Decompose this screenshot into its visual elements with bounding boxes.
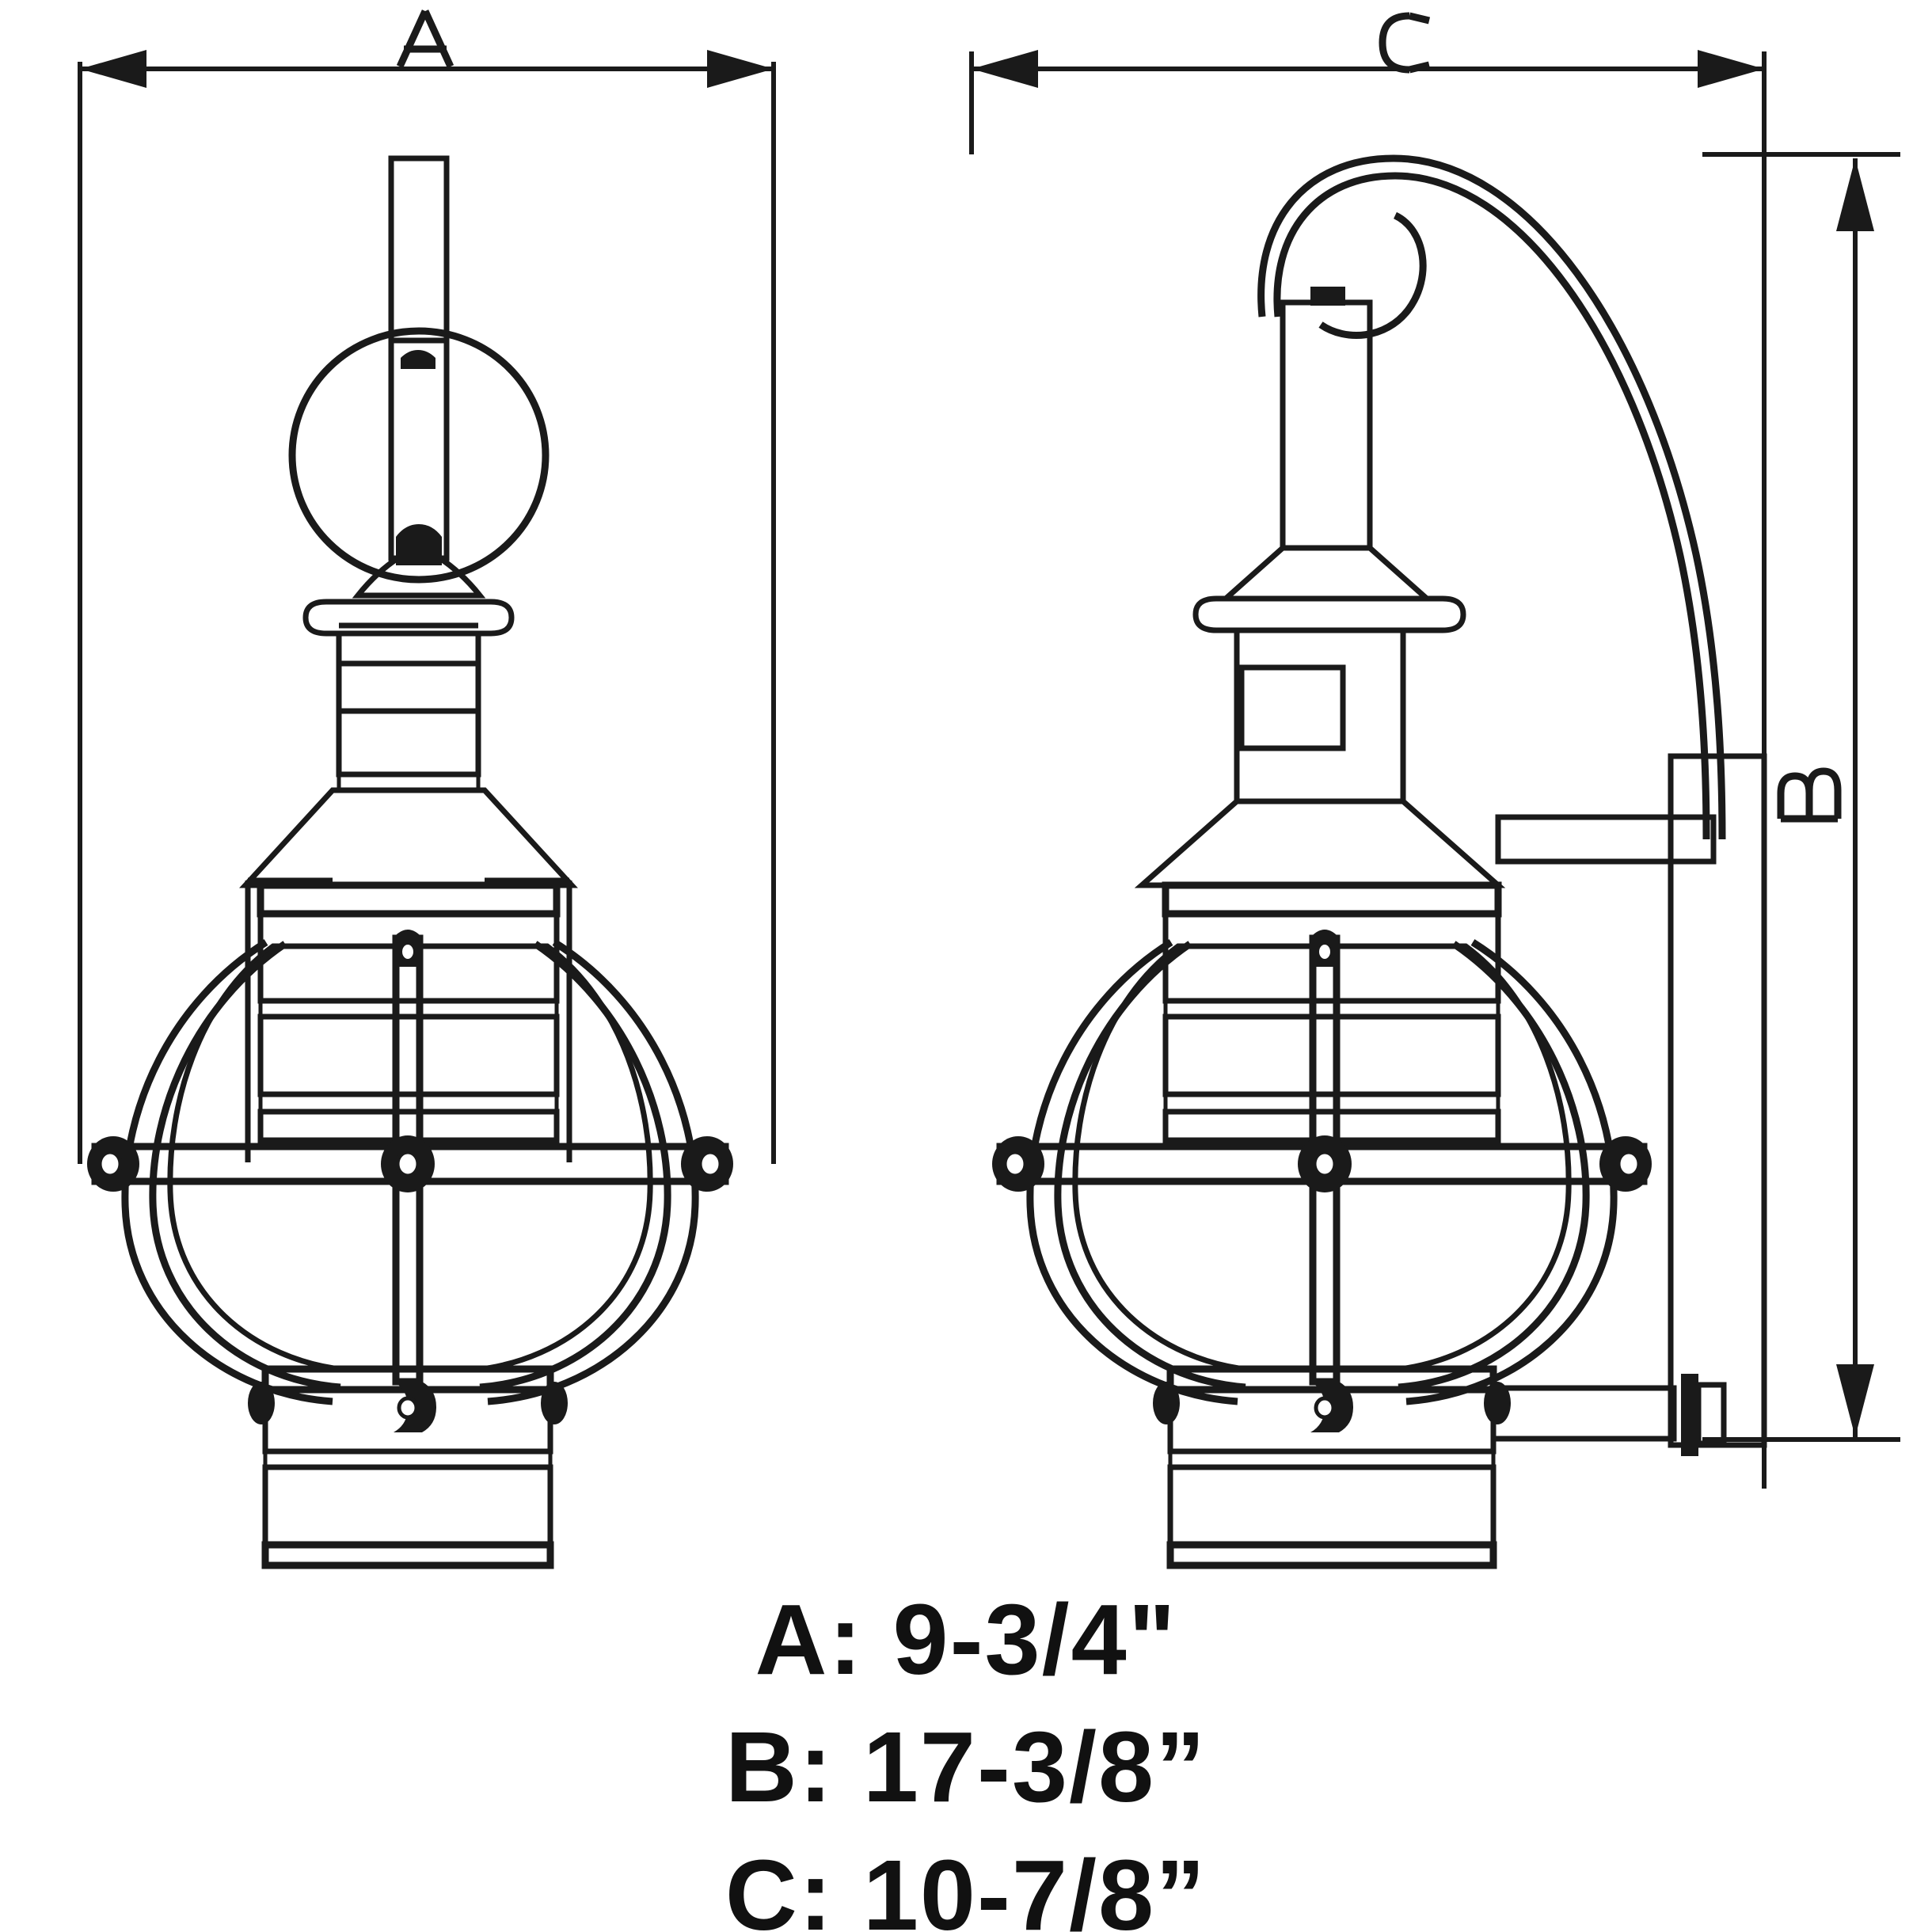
side-cage-rib-right-inner — [1398, 941, 1590, 1391]
front-body-section-2 — [257, 1014, 560, 1097]
side-scroll-arm-outer — [1257, 154, 1726, 840]
c-dimension-label — [1379, 12, 1431, 74]
front-shade-taper — [239, 787, 578, 888]
side-mount-arm — [1495, 814, 1717, 865]
b-dimension-top-arrowhead — [1836, 158, 1874, 231]
front-chimney-main — [336, 660, 481, 778]
legend-line-a: A: 9-3/4" — [755, 1584, 1177, 1695]
front-body-band-top — [257, 881, 561, 918]
front-base-finial-node — [394, 1382, 436, 1432]
a-dimension-label — [396, 10, 454, 68]
side-cage-rib-right-outer — [1405, 939, 1618, 1405]
side-shade-taper — [1134, 798, 1506, 888]
legend-line-c: C: 10-7/8” — [724, 1839, 1208, 1932]
front-cage-hub-center — [381, 1135, 435, 1192]
b-dimension-label — [1777, 767, 1842, 823]
front-collar-ring — [302, 599, 515, 637]
front-cage-rib-right-inner — [479, 941, 671, 1391]
side-access-panel — [1238, 664, 1346, 751]
side-cage-hub-center — [1298, 1135, 1352, 1192]
side-scroll-arm-inner — [1273, 172, 1710, 840]
side-base-boss-left — [1153, 1382, 1180, 1424]
front-chimney-upper — [336, 630, 481, 714]
side-cage-rib-left-outer — [1026, 939, 1238, 1405]
side-cage-hub-right — [1599, 1136, 1652, 1192]
side-base-bottom-ring — [1166, 1541, 1497, 1569]
side-scroll-curl-tip — [1318, 211, 1427, 340]
c-dimension-right-arrowhead — [1698, 50, 1764, 88]
side-cage-rib-left-inner — [1054, 941, 1246, 1391]
legend-line-b: B: 17-3/8” — [724, 1711, 1208, 1824]
front-cage-rib-left-inner — [149, 941, 341, 1391]
side-base-finial-node — [1310, 1382, 1353, 1432]
side-body-band-top — [1162, 881, 1502, 918]
c-dimension-left-arrowhead — [972, 50, 1038, 88]
side-view-group — [969, 12, 1900, 1569]
side-base-cylinder — [1167, 1464, 1497, 1548]
side-cage-hub-top — [1310, 930, 1340, 967]
front-neck-bell — [352, 554, 486, 599]
dimension-legend: A: 9-3/4" B: 17-3/8” C: 10-7/8” — [0, 1576, 1932, 1932]
front-cage-hub-right — [681, 1136, 733, 1192]
front-base-boss-left — [248, 1382, 275, 1424]
a-dimension-right-arrowhead — [707, 50, 774, 88]
side-cage-hub-left — [992, 1136, 1044, 1192]
front-base-cylinder — [262, 1464, 553, 1548]
front-cage-rib-left-outer — [121, 939, 333, 1405]
front-cage-hub-left — [87, 1136, 139, 1192]
side-chimney-box — [1234, 627, 1406, 804]
side-body-base-ring — [1162, 1109, 1501, 1143]
b-dimension-bottom-arrowhead — [1836, 1364, 1874, 1437]
front-view-group — [78, 10, 776, 1569]
front-cage-rib-right-outer — [487, 939, 699, 1405]
side-collar-ring — [1192, 595, 1466, 633]
side-stem-top-hardware — [1310, 287, 1345, 306]
front-cage-hub-top — [393, 930, 423, 967]
front-ring-top-hardware — [401, 350, 435, 369]
side-neck-bell — [1218, 545, 1435, 602]
side-body-section-2 — [1162, 1014, 1501, 1097]
front-base-boss-right — [541, 1382, 568, 1424]
side-wall-plate-fastener — [1681, 1374, 1727, 1456]
side-hanger-stem — [1280, 299, 1373, 551]
front-base-bottom-ring — [261, 1541, 554, 1569]
front-hanger-ring — [288, 327, 550, 584]
a-dimension-left-arrowhead — [80, 50, 146, 88]
side-lower-connector-rod — [1490, 1385, 1677, 1442]
